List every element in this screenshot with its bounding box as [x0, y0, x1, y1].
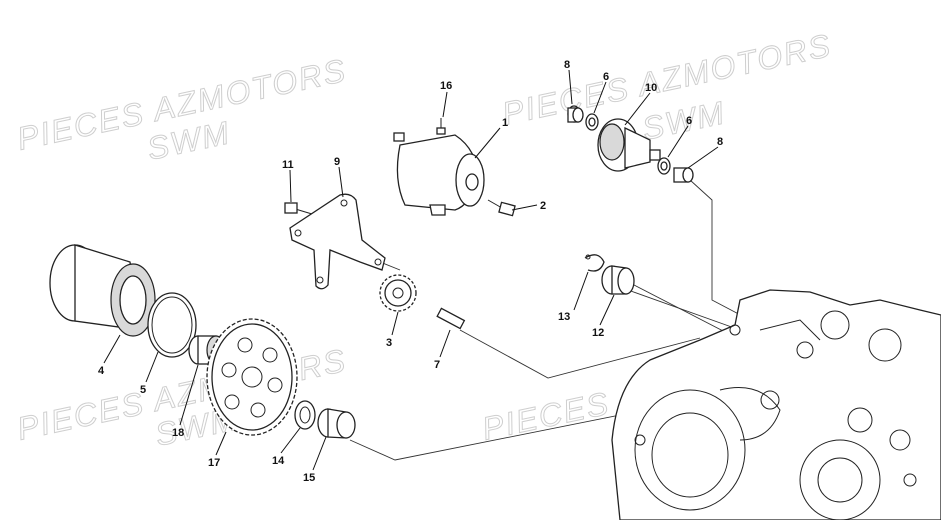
part-17-large-gear: [206, 318, 298, 436]
part-1-starter-motor: [393, 132, 485, 216]
callout-6-bottom: 6: [686, 115, 692, 127]
callout-6-top: 6: [603, 71, 609, 83]
callout-14: 14: [272, 455, 285, 467]
callout-8-bottom: 8: [717, 136, 723, 148]
callout-10: 10: [645, 82, 657, 94]
part-2-bolt: [487, 199, 516, 217]
part-11-bolt: [284, 202, 313, 215]
callout-2: 2: [540, 200, 546, 212]
part-12-bearing: [601, 265, 635, 295]
part-6-bottom-washer: [657, 157, 671, 175]
callout-4: 4: [98, 365, 105, 377]
callout-9: 9: [334, 156, 340, 168]
callout-17: 17: [208, 457, 220, 469]
callout-11: 11: [282, 159, 294, 171]
callout-8-top: 8: [564, 59, 570, 71]
callout-13: 13: [558, 311, 570, 323]
callout-15: 15: [303, 472, 315, 484]
engine-crankcase: [611, 289, 941, 520]
part-4-starter-clutch: [49, 244, 156, 337]
callout-7: 7: [434, 359, 440, 371]
callout-16: 16: [440, 80, 452, 92]
part-6-top-washer: [585, 113, 599, 131]
part-10-idler-gear: [597, 118, 661, 172]
part-8-top-bushing: [567, 105, 584, 123]
callout-labels: 1 2 3 4 5 6 6 7 8 8 9 10 11 12 13 14 15 …: [98, 59, 723, 484]
part-14-washer: [294, 400, 316, 430]
part-5-o-ring: [147, 292, 197, 358]
watermark-make-2: SWM: [639, 94, 729, 147]
callout-18: 18: [172, 427, 184, 439]
callout-1: 1: [502, 117, 508, 129]
callout-3: 3: [386, 337, 392, 349]
part-3-small-gear: [379, 274, 417, 312]
part-16-screw: [436, 118, 446, 135]
part-9-bracket: [289, 193, 386, 290]
part-13-circlip: [584, 254, 605, 272]
leader-lines: [103, 69, 719, 471]
callout-12: 12: [592, 327, 604, 339]
part-7-pin: [436, 307, 466, 330]
part-8-bottom-bushing: [673, 167, 694, 183]
callout-5: 5: [140, 384, 146, 396]
part-15-bushing: [317, 408, 356, 439]
